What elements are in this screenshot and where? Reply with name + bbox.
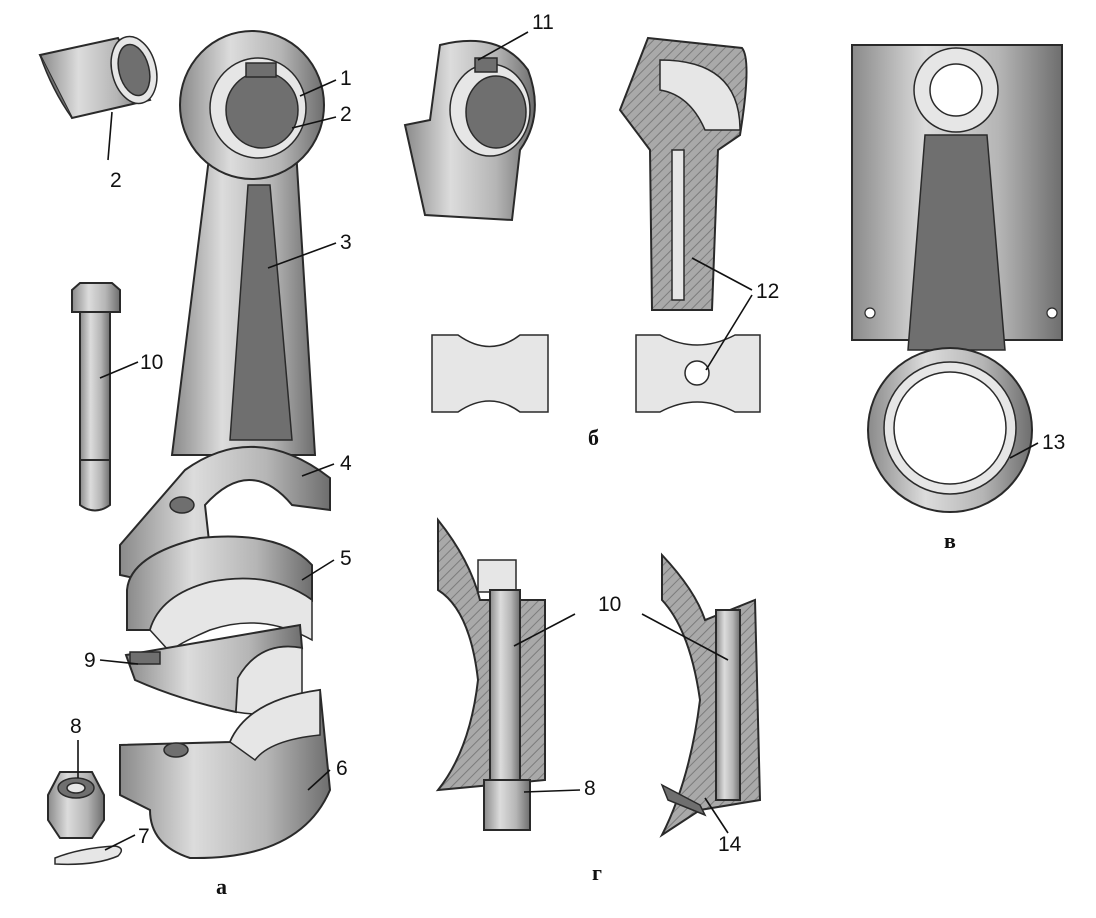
callout-14: 14	[718, 833, 742, 856]
callout-2: 2	[340, 103, 352, 126]
small-end-view-11	[403, 39, 536, 222]
callout-5: 5	[340, 547, 352, 570]
upper-bearing-shell	[126, 535, 313, 654]
callout-4: 4	[340, 452, 352, 475]
callout-2-bushing: 2	[110, 169, 122, 192]
cotter-pin	[54, 845, 123, 866]
connecting-rod-bolt	[71, 282, 121, 512]
panel-label-v: в	[944, 528, 956, 553]
callout-3: 3	[340, 231, 352, 254]
panel-label-b: б	[588, 425, 599, 450]
callout-10: 10	[140, 351, 164, 374]
connecting-rod-cap	[119, 688, 332, 860]
connecting-rod	[119, 30, 331, 597]
beam-cross-section-plain	[431, 334, 549, 413]
panel-label-a: а	[216, 874, 227, 899]
leader-lines	[77, 31, 1039, 851]
panel-label-g: г	[592, 860, 602, 885]
callout-1: 1	[340, 67, 352, 90]
callout-7: 7	[138, 825, 150, 848]
rod-front-view-13	[851, 44, 1063, 513]
callout-10-section: 10	[598, 593, 622, 616]
small-end-section-12	[618, 36, 748, 311]
beam-cross-section-drilled	[635, 334, 761, 413]
callout-11: 11	[532, 11, 554, 34]
piston-pin-bushing	[38, 35, 158, 120]
callout-8: 8	[70, 715, 82, 738]
castle-nut	[47, 771, 105, 839]
bolt-section-threaded	[659, 552, 762, 838]
callout-13: 13	[1042, 431, 1066, 454]
callout-6: 6	[336, 757, 348, 780]
callout-8-section: 8	[584, 777, 596, 800]
bolt-section-nut	[435, 517, 546, 831]
callout-9: 9	[84, 649, 96, 672]
callout-12: 12	[756, 280, 780, 303]
